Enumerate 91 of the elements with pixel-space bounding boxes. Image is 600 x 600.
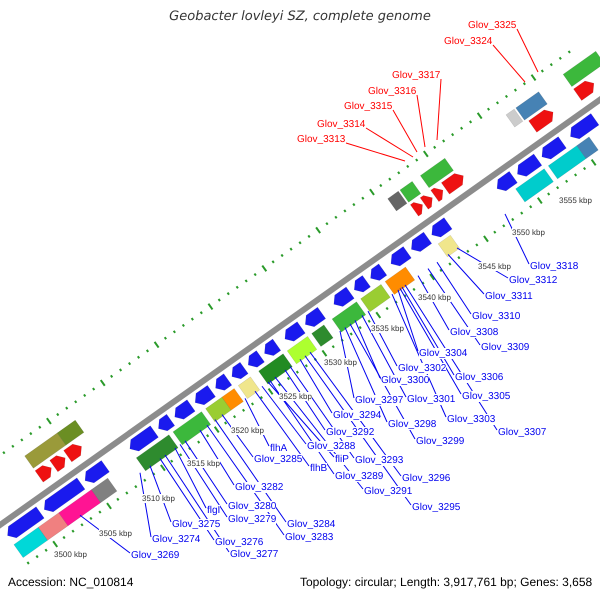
footer-text: Accession: NC_010814 bbox=[8, 575, 134, 589]
leader-line bbox=[398, 289, 418, 352]
gene-label: Glov_3274 bbox=[152, 534, 200, 545]
gene-label: Glov_3299 bbox=[416, 436, 464, 447]
scale-label: 3515 kbp bbox=[187, 459, 220, 468]
leader-line bbox=[140, 472, 152, 538]
leader-line bbox=[214, 419, 286, 522]
gene-label: Glov_3301 bbox=[407, 394, 456, 405]
gene-label: Glov_3310 bbox=[472, 311, 520, 322]
gene-label: Glov_3283 bbox=[285, 532, 334, 543]
gene-label: Glov_3305 bbox=[462, 391, 510, 402]
gene-label: Glov_3316 bbox=[368, 86, 416, 97]
gene-label: Glov_3312 bbox=[509, 275, 558, 286]
leader-line bbox=[402, 286, 454, 376]
gene-label: Glov_3315 bbox=[344, 101, 392, 112]
gene-label: fliP bbox=[335, 454, 349, 465]
leader-line bbox=[346, 142, 406, 162]
leader-line bbox=[492, 44, 526, 82]
footer-text: Topology: circular; Length: 3,917,761 bp; Genes: 3,658 bbox=[300, 575, 592, 589]
gene-label: Glov_3302 bbox=[398, 363, 446, 374]
leader-line bbox=[340, 330, 354, 398]
gene-label: flgI bbox=[207, 505, 220, 516]
gene-label: Glov_3311 bbox=[485, 291, 533, 302]
leader-line bbox=[200, 430, 234, 486]
gene-label: Glov_3318 bbox=[530, 261, 578, 272]
leader-line bbox=[504, 213, 530, 264]
leader-line bbox=[392, 110, 418, 152]
scale-label: 3525 kbp bbox=[279, 392, 312, 401]
scale-label: 3545 kbp bbox=[478, 262, 511, 271]
gene-label: Glov_3317 bbox=[392, 70, 440, 81]
leader-line bbox=[436, 78, 442, 140]
gene-label: Glov_3313 bbox=[297, 134, 346, 145]
gene-label: Glov_3303 bbox=[447, 414, 496, 425]
leader-line bbox=[362, 314, 406, 398]
gene-label: Glov_3308 bbox=[450, 327, 498, 338]
gene-label: flhA bbox=[270, 443, 288, 454]
leader-line bbox=[354, 320, 380, 378]
gene-label: Glov_3309 bbox=[481, 342, 530, 353]
gene-label: Glov_3307 bbox=[498, 427, 546, 438]
leader-line bbox=[436, 262, 472, 314]
gene-label: Glov_3269 bbox=[131, 550, 180, 561]
scale-label: 3550 kbp bbox=[512, 228, 545, 237]
leader-line bbox=[262, 386, 306, 444]
leader-line bbox=[184, 440, 228, 504]
gene-label: Glov_3325 bbox=[468, 20, 516, 31]
leader-line bbox=[254, 390, 310, 466]
scale-label: 3535 kbp bbox=[371, 324, 404, 333]
gene-label: Glov_3304 bbox=[419, 348, 468, 359]
title: Geobacter lovleyi SZ, complete genome bbox=[168, 9, 432, 24]
gene-label: Glov_3298 bbox=[388, 419, 436, 430]
gene-label: flhB bbox=[310, 463, 328, 474]
scale-label: 3530 kbp bbox=[324, 358, 357, 367]
gene-label: Glov_3291 bbox=[364, 486, 412, 497]
gene-label: Glov_3288 bbox=[307, 441, 356, 452]
leader-line bbox=[516, 28, 538, 72]
gene-label: Glov_3295 bbox=[412, 502, 460, 513]
gene-label: Glov_3292 bbox=[326, 427, 374, 438]
gene-label: Glov_3297 bbox=[355, 395, 404, 406]
gene-label: Glov_3300 bbox=[381, 375, 430, 386]
leader-line bbox=[416, 94, 426, 148]
leader-line bbox=[400, 288, 462, 394]
leader-line bbox=[366, 128, 414, 158]
leader-line bbox=[174, 447, 206, 508]
gene-label: Glov_3276 bbox=[215, 537, 264, 548]
scale-label: 3505 kbp bbox=[99, 529, 132, 538]
leader-line bbox=[160, 458, 214, 540]
gene-label: Glov_3285 bbox=[254, 454, 302, 465]
leader-line bbox=[344, 326, 388, 422]
scale-label: 3500 kbp bbox=[54, 550, 87, 559]
leader-line bbox=[180, 444, 228, 518]
gene-label: Glov_3282 bbox=[235, 482, 284, 493]
gene-label: Glov_3293 bbox=[355, 455, 404, 466]
gene-label: Glov_3324 bbox=[444, 36, 492, 47]
leader-line bbox=[448, 254, 484, 294]
gene-label: Glov_3284 bbox=[287, 519, 336, 530]
gene-label: Glov_3279 bbox=[228, 514, 276, 525]
gene-label: Glov_3289 bbox=[335, 471, 384, 482]
gene-label: Glov_3275 bbox=[172, 519, 220, 530]
scale-label: 3520 kbp bbox=[231, 426, 264, 435]
gene-label: Glov_3306 bbox=[455, 372, 504, 383]
gene-label: Glov_3277 bbox=[230, 549, 278, 560]
leader-line bbox=[300, 358, 332, 414]
scale-label: 3510 kbp bbox=[142, 494, 175, 503]
gene-label: Glov_3314 bbox=[317, 119, 366, 130]
leader-line bbox=[284, 369, 326, 430]
gene-label: Glov_3280 bbox=[228, 501, 276, 512]
scale-label: 3540 kbp bbox=[418, 293, 451, 302]
gene-label: Glov_3296 bbox=[402, 473, 450, 484]
gene-label: Glov_3294 bbox=[333, 410, 382, 421]
scale-label: 3555 kbp bbox=[559, 196, 592, 205]
leader-line bbox=[368, 310, 398, 366]
